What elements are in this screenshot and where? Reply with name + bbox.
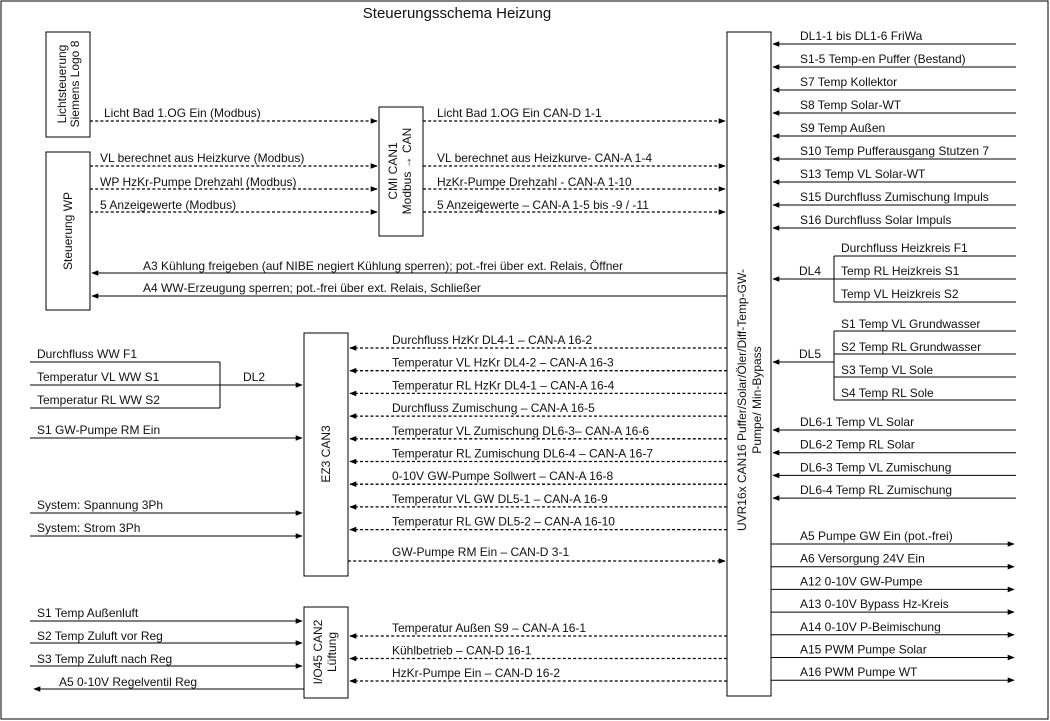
box-lichtsteuerung: Lichtsteuerung Siemens Logo 8 xyxy=(45,31,91,138)
dl5-item-1: S1 Temp VL Grundwasser xyxy=(841,317,980,331)
ez3-input-gw-pumpe-rm: S1 GW-Pumpe RM Ein xyxy=(37,423,160,437)
uvr-input-label-9: S16 Durchfluss Solar Impuls xyxy=(800,213,951,227)
dl5-item-2: S2 Temp RL Grundwasser xyxy=(841,340,981,354)
dl6-input-label-2: DL6-2 Temp RL Solar xyxy=(800,438,915,452)
dl4-label: DL4 xyxy=(799,264,821,278)
cmi-can-connections: Licht Bad 1.OG Ein CAN-D 1-1 VL berechne… xyxy=(423,106,726,215)
box-io45-label-2: Lüftung xyxy=(325,632,339,672)
can-label-licht-bad: Licht Bad 1.OG Ein CAN-D 1-1 xyxy=(437,106,602,120)
dl4-group: Durchfluss Heizkreis F1 Temp RL Heizkrei… xyxy=(772,241,1016,303)
uvr-input-label-3: S7 Temp Kollektor xyxy=(800,75,897,89)
io45-inputs: S1 Temp Außenluft S2 Temp Zuluft vor Reg… xyxy=(30,606,304,692)
modbus-label-hzkr-pumpe: WP HzKr-Pumpe Drehzahl (Modbus) xyxy=(100,175,297,189)
dl5-item-3: S3 Temp VL Sole xyxy=(841,363,933,377)
ez3-input-strom: System: Strom 3Ph xyxy=(37,521,140,535)
modbus-label-licht-bad: Licht Bad 1.OG Ein (Modbus) xyxy=(104,106,261,120)
dl5-label: DL5 xyxy=(799,347,821,361)
dl6-input-label-4: DL6-4 Temp RL Zumischung xyxy=(800,483,952,497)
box-ez3-can3: EZ3 CAN3 xyxy=(303,332,349,577)
uvr-output-label-2: A6 Versorgung 24V Ein xyxy=(800,552,925,566)
box-uvr-label-1: UVR16x CAN16 Puffer/Solar/Öler/Diff-Temp… xyxy=(735,269,749,531)
dl6-input-label-3: DL6-3 Temp VL Zumischung xyxy=(800,460,951,474)
dl4-item-3: Temp VL Heizkreis S2 xyxy=(841,287,959,301)
dl2-label: DL2 xyxy=(243,370,265,384)
ez3-can-label-1: Durchfluss HzKr DL4-1 – CAN-A 16-2 xyxy=(392,333,592,347)
io45-input-2: S2 Temp Zuluft vor Reg xyxy=(37,629,163,643)
box-ez3-label: EZ3 CAN3 xyxy=(319,425,333,483)
box-lichtsteuerung-label-2: Siemens Logo 8 xyxy=(68,40,82,127)
uvr-output-label-1: A5 Pumpe GW Ein (pot.-frei) xyxy=(800,529,953,543)
diagram-title: Steuerungsschema Heizung xyxy=(363,5,551,22)
uvr-input-label-8: S15 Durchfluss Zumischung Impuls xyxy=(800,190,989,204)
uvr-output-a3: A3 Kühlung freigeben (auf NIBE negiert K… xyxy=(143,259,623,273)
ez3-can-connections: Durchfluss HzKr DL4-1 – CAN-A 16-2Temper… xyxy=(349,333,727,533)
ez3-can-label-4: Durchfluss Zumischung – CAN-A 16-5 xyxy=(392,401,595,415)
io45-can-connections: Temperatur Außen S9 – CAN-A 16-1Kühlbetr… xyxy=(349,621,727,684)
uvr-output-a4: A4 WW-Erzeugung sperren; pot.-frei über … xyxy=(143,281,481,295)
uvr-output-label-4: A13 0-10V Bypass Hz-Kreis xyxy=(800,597,949,611)
modbus-label-vl-berechnet: VL berechnet aus Heizkurve (Modbus) xyxy=(100,151,304,165)
box-lichtsteuerung-label-1: Lichtsteuerung xyxy=(55,45,69,124)
can-label-anzeigewerte: 5 Anzeigewerte – CAN-A 1-5 bis -9 / -11 xyxy=(437,198,649,212)
dl5-item-4: S4 Temp RL Sole xyxy=(841,386,934,400)
dl5-group: S1 Temp VL Grundwasser S2 Temp RL Grundw… xyxy=(772,317,1016,401)
uvr-to-wp-connections: A3 Kühlung freigeben (auf NIBE negiert K… xyxy=(91,259,727,299)
dl2-item-2: Temperatur VL WW S1 xyxy=(37,370,160,384)
uvr-output-label-6: A15 PWM Pumpe Solar xyxy=(800,643,927,657)
ez3-can-label-6: Temperatur RL Zumischung DL6-4 – CAN-A 1… xyxy=(392,447,653,461)
ez3-can-label-5: Temperatur VL Zumischung DL6-3– CAN-A 16… xyxy=(392,424,649,438)
dl2-group: Durchfluss WW F1 Temperatur VL WW S1 Tem… xyxy=(30,347,303,409)
ez3-to-uvr-connection: GW-Pumpe RM Ein – CAN-D 3-1 xyxy=(348,545,726,564)
io45-output-a5: A5 0-10V Regelventil Reg xyxy=(59,675,197,689)
io45-input-1: S1 Temp Außenluft xyxy=(37,606,139,620)
dl4-item-2: Temp RL Heizkreis S1 xyxy=(841,264,960,278)
box-uvr16x-can16: UVR16x CAN16 Puffer/Solar/Öler/Diff-Temp… xyxy=(726,31,772,697)
uvr-input-label-4: S8 Temp Solar-WT xyxy=(800,98,902,112)
uvr-outputs: A5 Pumpe GW Ein (pot.-frei) A6 Versorgung… xyxy=(771,529,1015,684)
uvr-input-label-6: S10 Temp Pufferausgang Stutzen 7 xyxy=(800,144,989,158)
modbus-label-anzeigewerte: 5 Anzeigewerte (Modbus) xyxy=(100,198,236,212)
uvr-input-label-2: S1-5 Temp-en Puffer (Bestand) xyxy=(800,52,966,66)
ez3-input-spannung: System: Spannung 3Ph xyxy=(37,498,163,512)
box-uvr-label-2: Pumpe/ Min-Bypass xyxy=(750,346,764,453)
can-label-hzkr-pumpe: HzKr-Pumpe Drehzahl - CAN-A 1-10 xyxy=(437,175,632,189)
dl2-item-3: Temperatur RL WW S2 xyxy=(37,393,160,407)
io45-input-3: S3 Temp Zuluft nach Reg xyxy=(37,652,172,666)
box-cmi-label-1: CMI CAN1 xyxy=(386,142,400,200)
uvr-input-label-5: S9 Temp Außen xyxy=(800,121,885,135)
ez3-can-label-7: 0-10V GW-Pumpe Sollwert – CAN-A 16-8 xyxy=(392,469,614,483)
box-io45-can2: I/O45 CAN2 Lüftung xyxy=(303,606,349,699)
box-cmi-can1: CMI CAN1 Modbus → CAN xyxy=(378,106,424,237)
ez3-can-label-8: Temperatur VL GW DL5-1 – CAN-A 16-9 xyxy=(392,492,608,506)
io45-can-label-3: HzKr-Pumpe Ein – CAN-D 16-2 xyxy=(392,666,560,680)
uvr-output-label-3: A12 0-10V GW-Pumpe xyxy=(800,574,923,588)
ez3-to-uvr-label: GW-Pumpe RM Ein – CAN-D 3-1 xyxy=(392,545,569,559)
box-cmi-label-2: Modbus → CAN xyxy=(400,128,414,215)
dl6-input-label-1: DL6-1 Temp VL Solar xyxy=(800,415,914,429)
dl4-item-1: Durchfluss Heizkreis F1 xyxy=(841,241,968,255)
ez3-inputs: S1 GW-Pumpe RM Ein System: Spannung 3Ph … xyxy=(30,423,303,539)
uvr-input-label-1: DL1-1 bis DL1-6 FriWa xyxy=(800,29,923,43)
uvr-input-label-7: S13 Temp VL Solar-WT xyxy=(800,167,926,181)
uvr-output-label-5: A14 0-10V P-Beimischung xyxy=(800,620,941,634)
uvr-output-label-7: A16 PWM Pumpe WT xyxy=(800,665,918,679)
can-label-vl-berechnet: VL berechnet aus Heizkurve- CAN-A 1-4 xyxy=(437,151,652,165)
box-steuerung-wp-label: Steuerung WP xyxy=(61,192,75,270)
io45-can-label-1: Temperatur Außen S9 – CAN-A 16-1 xyxy=(392,621,586,635)
box-steuerung-wp: Steuerung WP xyxy=(45,151,91,311)
box-io45-label-1: I/O45 CAN2 xyxy=(311,619,325,684)
modbus-connections: Licht Bad 1.OG Ein (Modbus) VL berechnet… xyxy=(90,106,378,215)
ez3-can-label-2: Temperatur VL HzKr DL4-2 – CAN-A 16-3 xyxy=(392,356,614,370)
ez3-can-label-9: Temperatur RL GW DL5-2 – CAN-A 16-10 xyxy=(392,515,615,529)
ez3-can-label-3: Temperatur RL HzKr DL4-1 – CAN-A 16-4 xyxy=(392,378,615,392)
io45-can-label-2: Kühlbetrieb – CAN-D 16-1 xyxy=(392,644,532,658)
dl2-item-1: Durchfluss WW F1 xyxy=(37,347,137,361)
